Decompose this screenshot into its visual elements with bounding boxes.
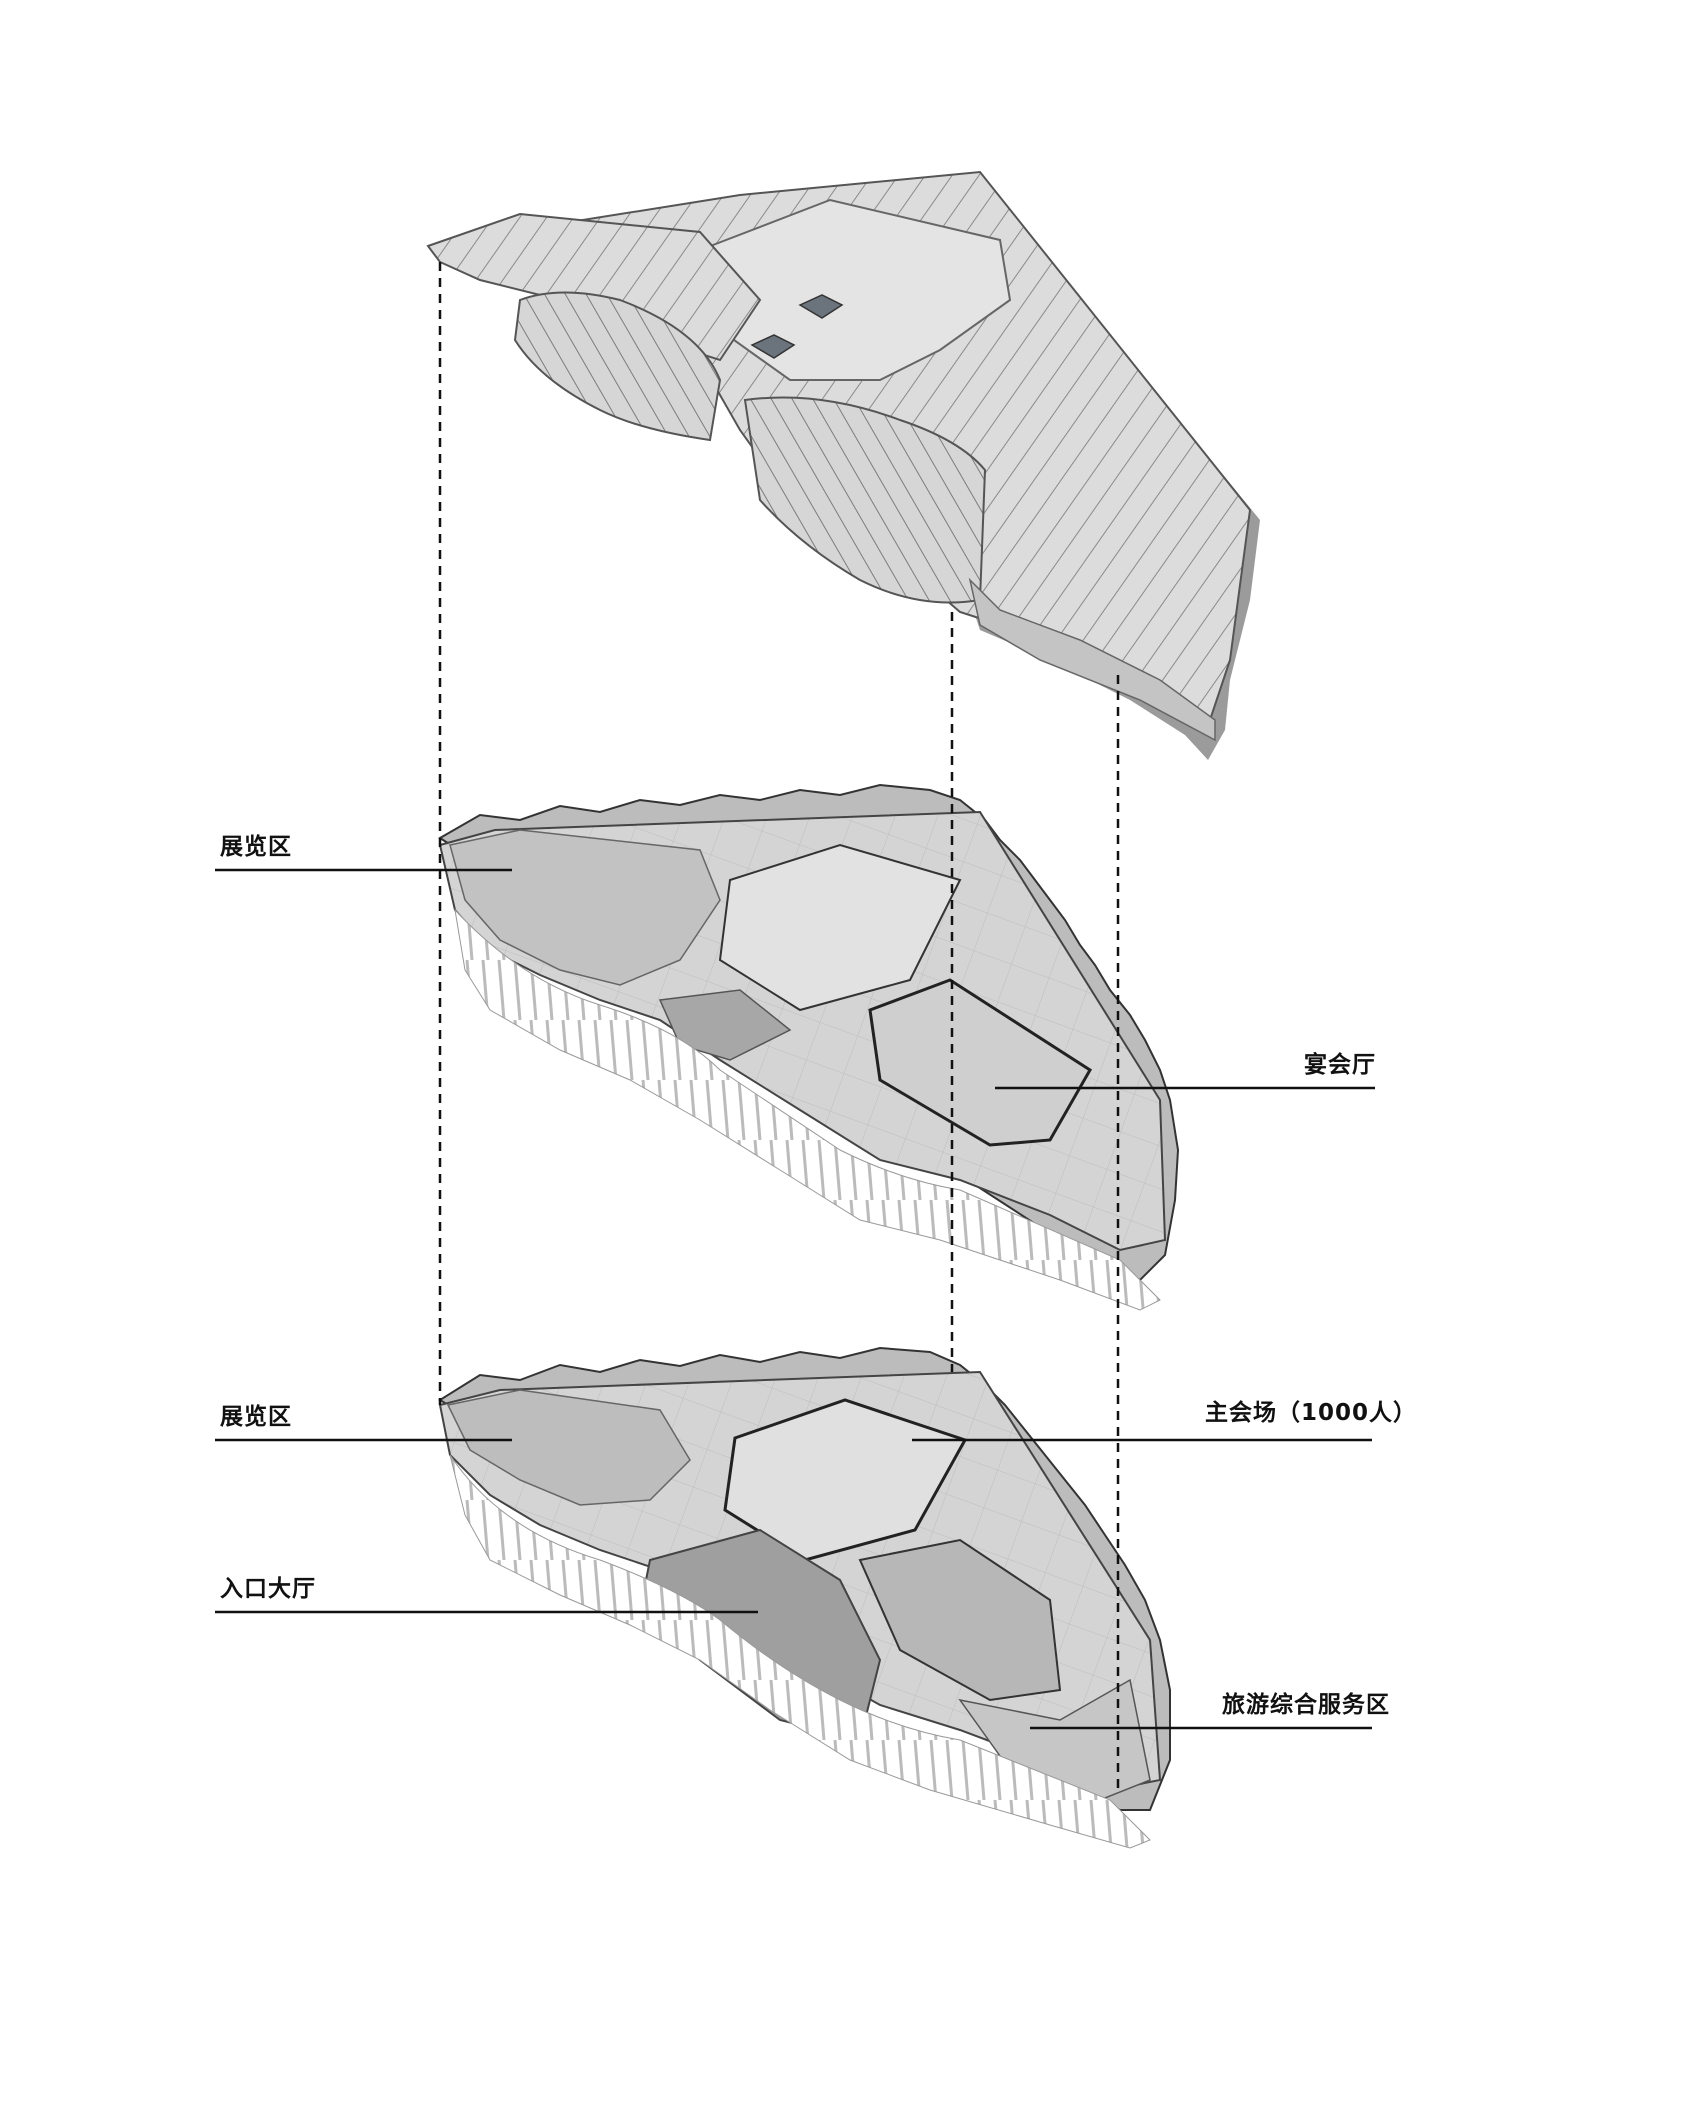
middle-floor-layer (438, 783, 1180, 1311)
main-hall-room (723, 1398, 968, 1562)
lower-facade (449, 1454, 1151, 1849)
lower-rooms (858, 1538, 1062, 1702)
roof-layer (426, 170, 1260, 760)
label-main-hall: 主会场（1000人） (1205, 1400, 1418, 1426)
roof-left-drum (513, 291, 722, 442)
skylight (798, 294, 844, 319)
leader-lines (215, 868, 1375, 1730)
label-tourism-service: 旅游综合服务区 (1222, 1692, 1390, 1718)
middle-central-void (718, 843, 962, 1012)
lower-exhibition-area (446, 1389, 691, 1506)
roof-underside (968, 577, 1216, 742)
skylight (750, 334, 796, 359)
middle-facade (454, 908, 1161, 1311)
banquet-hall-room (868, 978, 1093, 1147)
alignment-lines (438, 262, 1120, 1790)
roof-central-plate (698, 198, 1012, 381)
label-lower-exhibition: 展览区 (220, 1404, 292, 1430)
label-banquet-hall: 宴会厅 (1304, 1052, 1376, 1078)
label-entrance-lobby: 入口大厅 (220, 1576, 316, 1602)
label-upper-exhibition: 展览区 (220, 834, 292, 860)
lower-floor-layer (438, 1346, 1171, 1849)
middle-exhibition-area (449, 829, 721, 986)
